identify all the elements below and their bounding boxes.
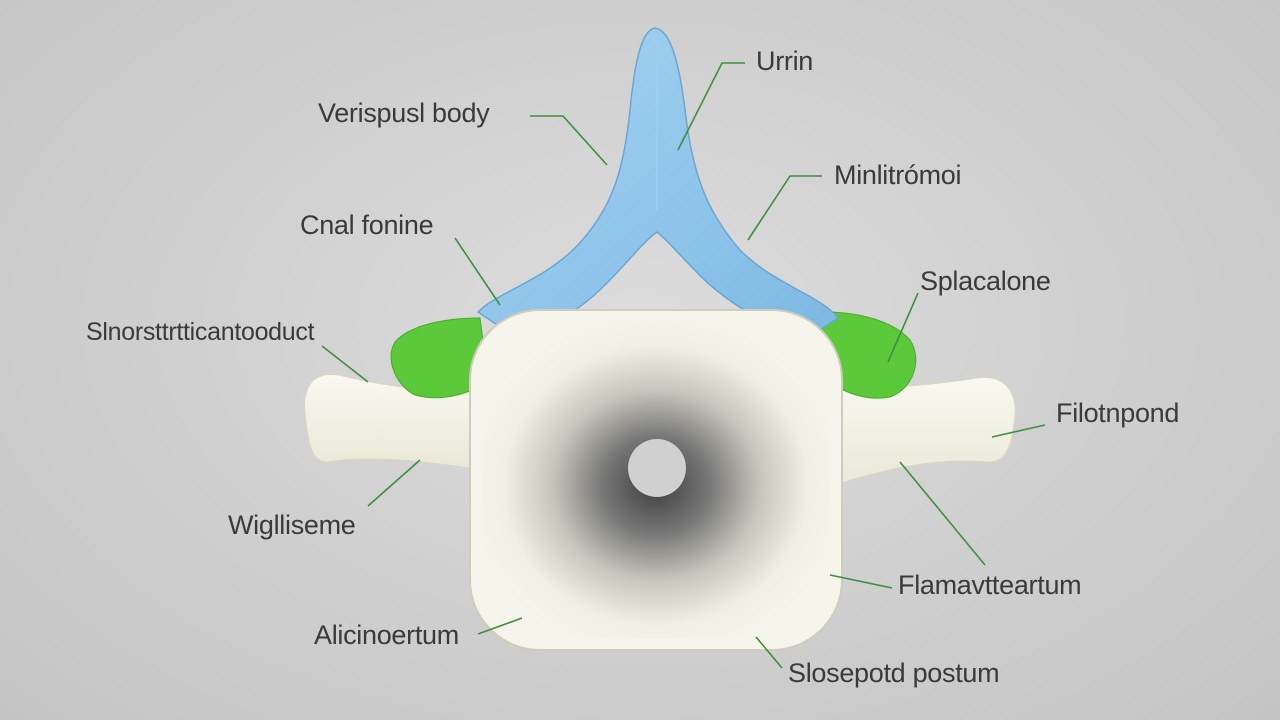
label-top-right: Urrin [756,46,813,76]
leader-lower-right [829,574,893,589]
right-transverse-process [819,376,1017,492]
label-right: Filotnpond [1056,398,1180,428]
leader-mid-right [887,292,919,363]
leader-mid-left [454,237,501,306]
leader-upper-left [530,115,608,166]
label-upper-left: Verispusl body [318,98,490,128]
leader-upper-right [747,175,822,241]
label-mid-right: Splacalone [920,266,1051,296]
vertebral-foramen [628,439,686,497]
leader-lower-left [367,459,421,507]
leader-lower-right-2 [899,461,986,566]
label-lower-right: Flamavtteartum [898,570,1082,600]
label-lower-left: Wiglliseme [228,510,356,540]
leader-bottom-right [755,636,783,669]
label-bottom-right: Slosepotd postum [788,658,1000,688]
label-upper-right: Minlitrómoi [834,160,962,190]
label-bottom-left: Alicinoertum [314,620,459,650]
leader-right [991,424,1046,438]
label-left: Slnorsttrtticantooduct [86,318,315,346]
label-mid-left: Cnal fonine [300,210,434,240]
leader-left [321,345,369,383]
leader-top-right [677,62,745,151]
leader-bottom-left [477,617,523,635]
left-pedicle [390,317,489,399]
